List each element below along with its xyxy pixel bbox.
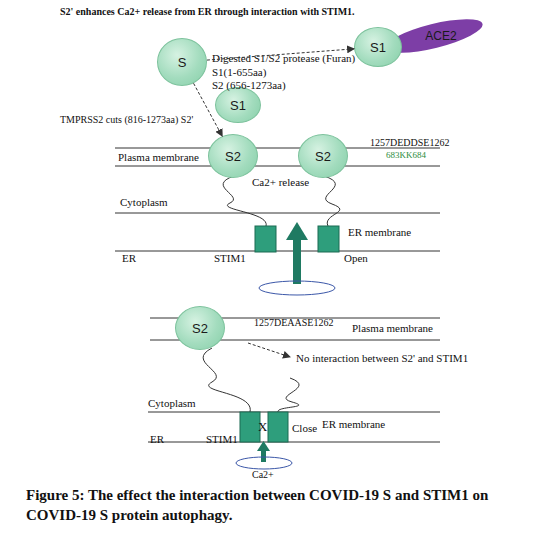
text-label: STIM1	[206, 433, 238, 446]
stim1-channel	[240, 412, 260, 442]
text-label: STIM1	[214, 252, 246, 265]
protein-circle: S2	[175, 306, 225, 350]
flow-arrow	[257, 441, 270, 451]
figure-caption: Figure 5: The effect the interaction bet…	[26, 486, 506, 525]
text-label: 1257DEAASE1262	[254, 317, 333, 329]
text-label: No interaction between S2' and STIM1	[296, 352, 468, 365]
text-label: S2 (656-1273aa)	[212, 79, 286, 92]
text-label: Ca2+ release	[252, 176, 309, 189]
protein-circle: S2	[298, 134, 348, 178]
text-label: 1257DEDDSE1262	[370, 137, 449, 149]
membrane-line	[115, 251, 440, 252]
membrane-line	[115, 166, 440, 167]
protein-tail	[324, 176, 340, 226]
node-text: S2	[315, 149, 331, 164]
text-label: ER	[122, 252, 136, 265]
text-label: Ca2+	[252, 469, 274, 481]
calcium-pool	[236, 457, 292, 469]
text-label: Open	[344, 252, 368, 265]
protein-tail	[203, 348, 250, 412]
text-label: TMPRSS2 cuts (816-1273aa) S2'	[60, 114, 193, 126]
node-text: ACE2	[411, 29, 456, 43]
dashed-pointer	[248, 343, 290, 357]
membrane-line	[115, 213, 440, 214]
text-label: Plasma membrane	[118, 151, 199, 164]
node-text: S	[178, 55, 187, 70]
protein-circle: S	[157, 38, 207, 86]
protein-circle: S1	[215, 87, 261, 123]
node-text: S1	[230, 98, 246, 113]
text-label: S1(1-655aa)	[212, 66, 266, 79]
node-text: S2	[225, 149, 241, 164]
membrane-line	[148, 412, 440, 413]
text-label: Plasma membrane	[352, 322, 433, 335]
text-label: Close	[292, 422, 317, 435]
calcium-pool	[259, 281, 335, 295]
stim1-channel	[268, 412, 288, 442]
stim1-channel	[318, 226, 339, 252]
text-label: X	[258, 420, 267, 435]
flow-arrow	[286, 222, 308, 240]
membrane-line	[148, 442, 440, 443]
text-label: ER membrane	[348, 226, 411, 239]
stim1-channel	[255, 226, 276, 252]
text-label: ER	[150, 433, 164, 446]
node-text: S2	[192, 321, 208, 336]
dashed-arrow	[194, 83, 223, 136]
dashed-arrow	[207, 49, 354, 60]
text-label: Cytoplasm	[120, 196, 168, 209]
node-text: S1	[370, 40, 386, 55]
text-label: 683KK684	[386, 150, 426, 160]
figure-title: S2' enhances Ca2+ release from ER throug…	[60, 6, 355, 18]
flow-arrow	[293, 238, 301, 284]
protein-tail	[278, 378, 299, 412]
text-label: Cytoplasm	[148, 397, 196, 410]
protein-circle: S1	[354, 27, 402, 67]
text-label: ER membrane	[322, 418, 385, 431]
flow-arrow	[261, 450, 266, 462]
protein-circle: S2	[208, 134, 258, 178]
